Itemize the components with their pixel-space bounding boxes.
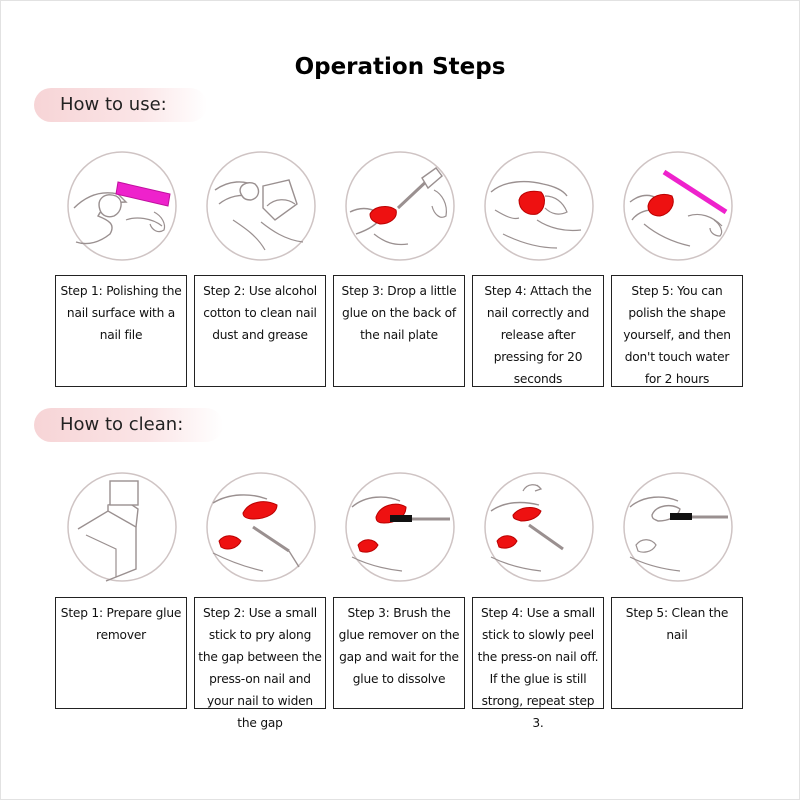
step-description: Step 2: Use a small stick to pry along t…	[194, 597, 326, 730]
step-description: Step 5: Clean the nail	[611, 597, 743, 709]
step-description: Step 1: Polishing the nail surface with …	[55, 275, 187, 387]
step-description: Step 3: Brush the glue remover on the ga…	[333, 597, 465, 709]
how-to-use-label: How to use:	[34, 88, 207, 122]
nail-file-polishing-icon	[66, 150, 178, 262]
peel-nail-icon	[483, 471, 595, 583]
step-description: Step 5: You can polish the shape yoursel…	[611, 275, 743, 387]
step-description: Step 1: Prepare glue remover	[55, 597, 187, 709]
glue-drop-icon	[344, 150, 456, 262]
stick-pry-icon	[205, 471, 317, 583]
how-to-clean-label: How to clean:	[34, 408, 224, 442]
page-title: Operation Steps	[294, 54, 506, 80]
press-on-nail-attach-icon	[483, 150, 595, 262]
step-description: Step 4: Attach the nail correctly and re…	[472, 275, 604, 387]
clean-nail-icon	[622, 471, 734, 583]
step-description: Step 4: Use a small stick to slowly peel…	[472, 597, 604, 730]
brush-remover-icon	[344, 471, 456, 583]
glue-remover-bottle-icon	[66, 471, 178, 583]
step-description: Step 2: Use alcohol cotton to clean nail…	[194, 275, 326, 387]
nail-shaping-icon	[622, 150, 734, 262]
step-description: Step 3: Drop a little glue on the back o…	[333, 275, 465, 387]
alcohol-cotton-cleaning-icon	[205, 150, 317, 262]
